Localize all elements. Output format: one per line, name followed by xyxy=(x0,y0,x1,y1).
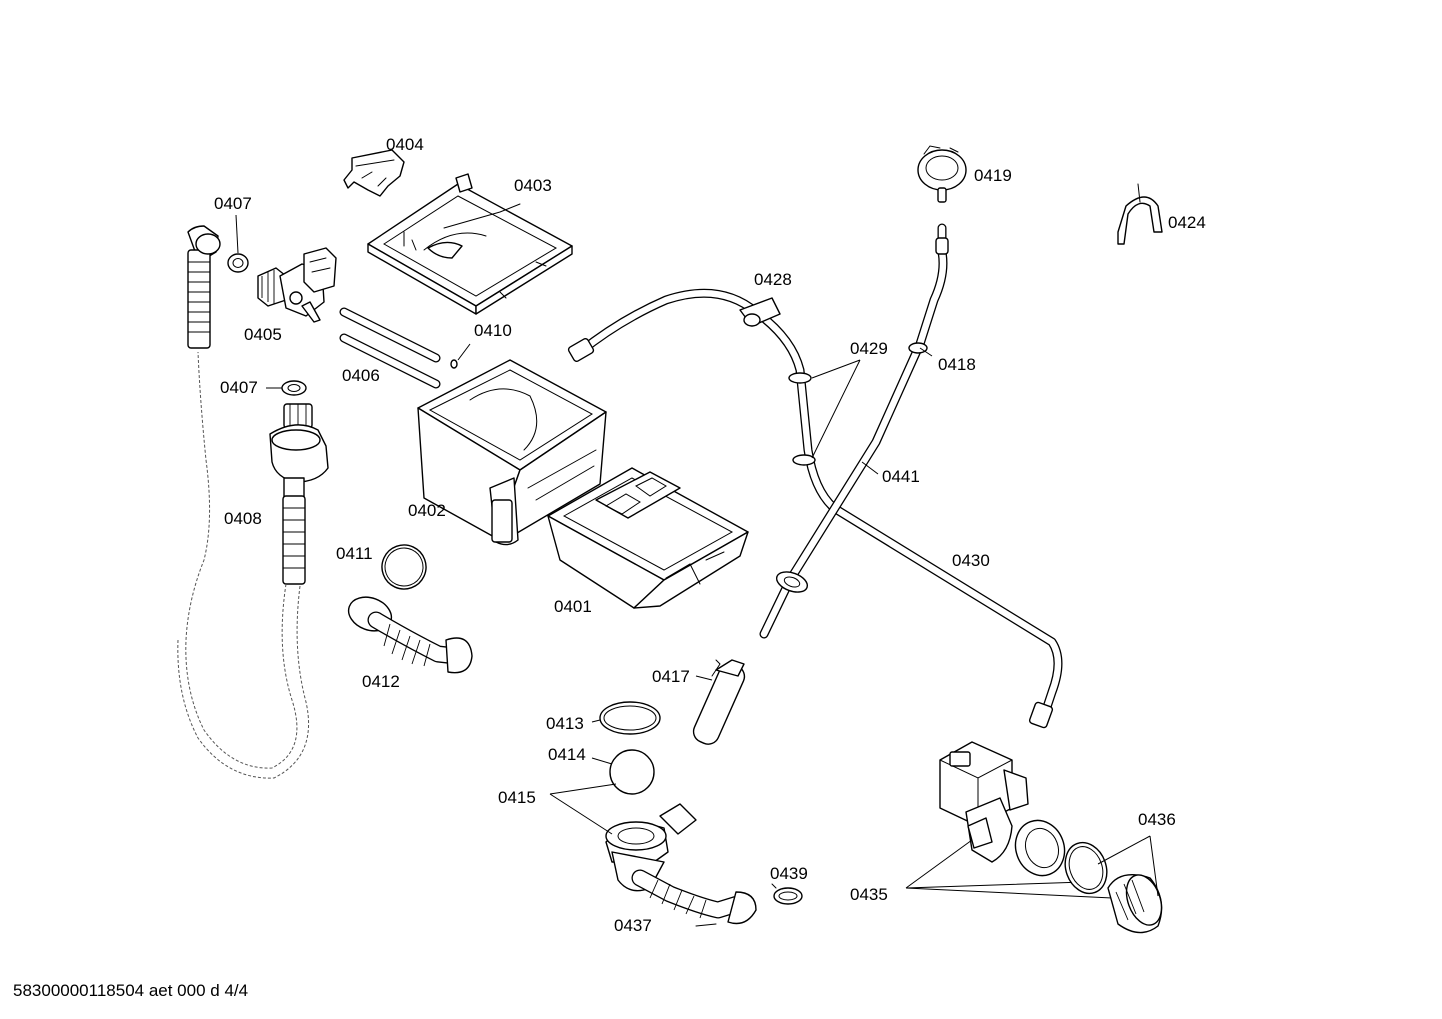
label-0405: 0405 xyxy=(244,325,282,344)
part-0430-drain-hose[interactable] xyxy=(567,288,1063,729)
label-0407-lower: 0407 xyxy=(220,378,258,397)
label-0418: 0418 xyxy=(938,355,976,374)
part-0439-clamp[interactable] xyxy=(771,883,803,905)
label-0429: 0429 xyxy=(850,339,888,358)
label-0413: 0413 xyxy=(546,714,584,733)
part-0417-cylinder-part[interactable] xyxy=(690,659,748,748)
label-0435: 0435 xyxy=(850,885,888,904)
label-0428: 0428 xyxy=(754,270,792,289)
label-0437: 0437 xyxy=(614,916,652,935)
label-0439: 0439 xyxy=(770,864,808,883)
label-0415: 0415 xyxy=(498,788,536,807)
label-0401: 0401 xyxy=(554,597,592,616)
part-0435-drain-pump[interactable] xyxy=(939,741,1072,883)
part-hose-upper[interactable] xyxy=(187,225,221,349)
label-0441: 0441 xyxy=(882,467,920,486)
part-0411-gasket-ring[interactable] xyxy=(376,539,432,595)
part-0403-dispenser-cover[interactable] xyxy=(367,173,573,315)
part-0441-grommet[interactable] xyxy=(774,568,810,596)
label-0410: 0410 xyxy=(474,321,512,340)
part-0412-bellows-hose[interactable] xyxy=(344,591,473,674)
label-0408: 0408 xyxy=(224,509,262,528)
document-reference: 58300000118504 aet 000 d 4/4 xyxy=(13,981,249,1000)
part-0436-filter[interactable] xyxy=(1058,837,1168,934)
part-0410-small-part[interactable] xyxy=(450,359,458,369)
part-0407-seal-ring-upper[interactable] xyxy=(227,253,249,273)
part-0401-detergent-drawer[interactable] xyxy=(547,467,749,609)
label-0406: 0406 xyxy=(342,366,380,385)
part-0407-seal-ring-lower[interactable] xyxy=(281,380,307,396)
part-0428-bracket[interactable] xyxy=(739,297,781,327)
part-0413-sealing-ring[interactable] xyxy=(599,701,661,735)
label-0411: 0411 xyxy=(336,544,373,563)
label-0402: 0402 xyxy=(408,501,446,520)
label-0403: 0403 xyxy=(514,176,552,195)
label-0436: 0436 xyxy=(1138,810,1176,829)
label-0414: 0414 xyxy=(548,745,586,764)
part-0437-sump-hose[interactable] xyxy=(605,803,757,927)
part-0429-clamps[interactable] xyxy=(788,372,816,466)
part-0406-tubes[interactable] xyxy=(339,307,441,389)
label-0407-upper: 0407 xyxy=(214,194,252,213)
label-0419: 0419 xyxy=(974,166,1012,185)
part-0424-hose-clip[interactable] xyxy=(1117,183,1163,245)
part-0418-pressure-tube[interactable] xyxy=(759,223,949,639)
label-0424: 0424 xyxy=(1168,213,1206,232)
label-0404: 0404 xyxy=(386,135,424,154)
label-0417: 0417 xyxy=(652,667,690,686)
label-0430: 0430 xyxy=(952,551,990,570)
part-0405-inlet-valve[interactable] xyxy=(257,247,337,323)
part-0414-ball[interactable] xyxy=(609,749,655,795)
part-0404-clip[interactable] xyxy=(343,149,405,197)
label-0412: 0412 xyxy=(362,672,400,691)
part-0419-pressure-switch[interactable] xyxy=(917,145,967,203)
part-0408-inlet-hose[interactable] xyxy=(177,351,329,779)
callout-labels: 0404 0403 0407 0405 0410 0406 0407 0402 … xyxy=(214,135,1206,935)
part-0402-drawer-housing[interactable] xyxy=(417,359,607,546)
